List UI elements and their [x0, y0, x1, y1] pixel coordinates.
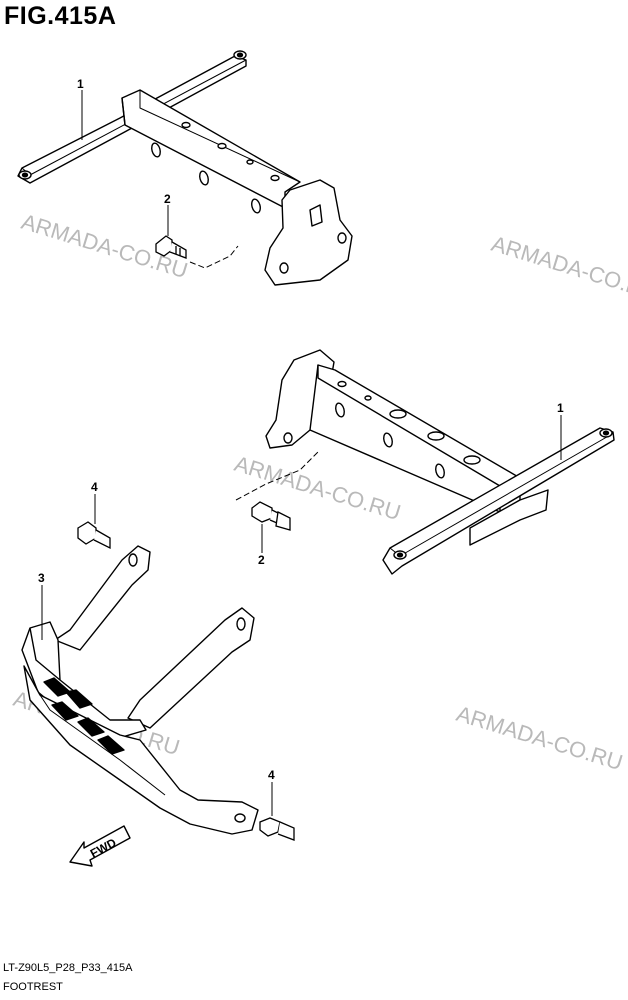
watermark-2: ARMADA-CO.RU	[489, 231, 628, 305]
diagram-code: LT-Z90L5_P28_P33_415A	[3, 962, 133, 974]
callout-4-lower: 4	[268, 768, 275, 782]
footrest-bracket-middle	[265, 349, 615, 575]
figure-title: FIG.415A	[4, 2, 117, 30]
callout-2-top: 2	[164, 192, 171, 206]
bolt-guard-upper	[77, 521, 111, 550]
callout-1-top: 1	[77, 77, 84, 91]
watermark-5: ARMADA-CO.RU	[454, 701, 626, 775]
diagram-name: FOOTREST	[3, 981, 63, 993]
callout-3: 3	[38, 571, 45, 585]
watermark-layer: ARMADA-CO.RU ARMADA-CO.RU ARMADA-CO.RU A…	[11, 209, 628, 775]
callout-2-middle: 2	[258, 553, 265, 567]
leader-bolt-middle	[235, 451, 319, 501]
bolt-middle	[251, 501, 291, 531]
bolt-top	[155, 235, 187, 259]
bolt-guard-lower	[259, 817, 295, 841]
fwd-arrow: FWD	[69, 825, 131, 867]
footrest-bracket-top	[17, 50, 353, 286]
callout-1-middle: 1	[557, 401, 564, 415]
leader-bolt-top	[189, 245, 239, 269]
callout-4-upper: 4	[91, 480, 98, 494]
foot-guard	[21, 545, 259, 835]
